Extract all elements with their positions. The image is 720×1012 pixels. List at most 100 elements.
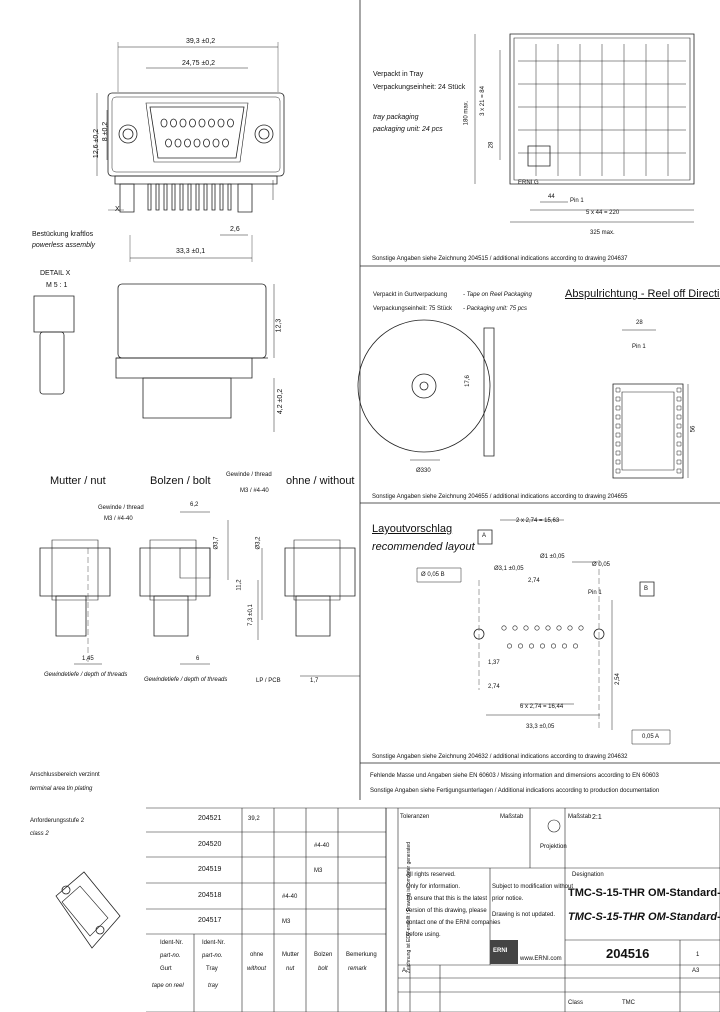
sprocket-hole <box>677 415 681 419</box>
mount-hole-right-inner <box>259 129 269 139</box>
reel-dim-28: 28 <box>636 320 643 326</box>
dim-nut-bottom: 1,45 <box>82 656 94 662</box>
tray-grid <box>518 44 686 176</box>
tb-class-label: Class <box>568 1000 584 1006</box>
thread-value: M3 / #4-40 <box>104 516 133 522</box>
tray-line-2-en: packaging unit: 24 pcs <box>373 126 443 133</box>
sprocket-hole <box>677 460 681 464</box>
tb-rights-3: To ensure that this is the latest <box>406 896 488 902</box>
layout-drill: Ø1 ±0,05 <box>540 554 565 560</box>
hdr-tray-2: part-no. <box>202 953 223 959</box>
note-1: Fehlende Masse und Angaben siehe EN 6060… <box>370 773 659 779</box>
dim-side-right: 12,3 <box>275 318 283 333</box>
reel-dim-17: 17,6 <box>464 375 471 387</box>
projection-symbol <box>548 820 560 832</box>
tape-pocket <box>622 392 674 470</box>
tray-dim-grid: 3 x 21 = 84 <box>479 86 486 116</box>
dim-bolt-top: 6,2 <box>190 502 199 508</box>
datum-b-box <box>640 582 654 596</box>
detail-scale: M 5 : 1 <box>46 282 68 289</box>
connector-front-outline <box>108 93 284 176</box>
tb-row-a: A <box>402 968 407 974</box>
tb-designation-2: TMC-S-15-THR OM-Standard-BA8 <box>568 911 720 923</box>
tb-logo: ERNI <box>493 948 508 954</box>
layout-pin: Pin 1 <box>588 590 602 596</box>
sprocket-hole <box>616 388 620 392</box>
sprocket-hole <box>616 424 620 428</box>
parts-row-number: 204521 <box>198 815 222 822</box>
layout-hole <box>540 644 544 648</box>
hdr-ohne-2: without <box>247 966 267 972</box>
pin-leg <box>204 184 207 210</box>
hdr-ohne-1: ohne <box>250 952 264 958</box>
dim-side-lower: 4,2 ±0,2 <box>277 388 285 415</box>
layout-hole <box>529 644 533 648</box>
tb-desig-label: Designation <box>572 872 604 878</box>
layout-hole <box>507 644 511 648</box>
loose-assembly-en: powerless assembly <box>32 242 96 249</box>
reel-heading: Abspulrichtung - Reel off Direction <box>565 288 720 300</box>
tb-scale-label: Maßstab <box>500 814 524 820</box>
pin-leg <box>172 184 175 210</box>
tray-dim-28: 28 <box>488 141 495 149</box>
layout-274: 2,74 <box>528 578 540 584</box>
plating-label-en: terminal area tin plating <box>30 786 93 792</box>
layout-254: 2,54 <box>614 673 621 685</box>
sprocket-hole <box>677 442 681 446</box>
layout-hole <box>551 644 555 648</box>
contact-hole <box>185 139 191 147</box>
hdr-bem-1: Bemerkung <box>346 952 377 958</box>
hdr-gurt-3: Gurt <box>160 966 172 972</box>
tb-class-value: TMC <box>622 1000 635 1006</box>
class-label: Anforderungsstufe 2 <box>30 818 85 824</box>
detail-x-pin <box>40 332 64 394</box>
contact-hole <box>213 139 219 147</box>
layout-hole <box>573 644 577 648</box>
dim-height-b: 8 ±0,2 <box>102 121 110 142</box>
mark-x: X <box>115 206 120 213</box>
tray-dim-max: 180 max. <box>463 100 470 126</box>
hdr-bem-2: remark <box>348 966 367 972</box>
contact-hole <box>180 119 186 127</box>
thread-label: Gewinde / thread <box>98 505 144 511</box>
detail-x-body <box>34 296 74 332</box>
dsub-shell <box>150 107 244 158</box>
plating-label: Anschlussbereich verzinnt <box>30 772 100 778</box>
tb-scale-label-2: Maßstab <box>568 814 592 820</box>
parts-row-number: 204520 <box>198 840 222 848</box>
hdr-mutter-2: nut <box>286 966 295 972</box>
hdr-tray-3: Tray <box>206 966 218 972</box>
parts-row-number: 204517 <box>198 917 222 924</box>
reel-pin: Pin 1 <box>632 344 646 350</box>
reel-line-1-en: - Tape on Reel Packaging <box>463 292 532 298</box>
tb-subject-2: prior notice. <box>492 896 524 902</box>
parts-row-number: 204519 <box>198 866 222 873</box>
dsub-shell-outer <box>146 103 248 162</box>
tray-note: Sonstige Angaben siehe Zeichnung 204515 … <box>372 256 628 262</box>
parts-table-lines <box>146 808 386 1012</box>
layout-hole <box>535 626 539 630</box>
pin-leg <box>148 184 151 210</box>
tray-line-1: Verpackt in Tray <box>373 71 424 78</box>
pin-leg <box>188 184 191 210</box>
tray-pin-marker <box>528 146 550 166</box>
datum-a-box <box>478 530 492 544</box>
reel-center <box>420 382 428 390</box>
contact-hole <box>199 119 205 127</box>
sprocket-hole <box>677 424 681 428</box>
pin-leg <box>180 184 183 210</box>
tb-number: 204516 <box>606 946 650 961</box>
contact-hole <box>190 119 196 127</box>
hdr-bolzen-1: Bolzen <box>314 952 333 958</box>
dim-bolt-bottom: 6 <box>196 656 200 662</box>
layout-hole <box>546 626 550 630</box>
layout-tol-1: Ø 0,05 B <box>421 572 445 578</box>
title-block-lines <box>386 808 720 1012</box>
pin-leg <box>228 184 231 210</box>
layout-tol-3: 0,05 A <box>642 734 660 740</box>
parts-first-val: 39,2 <box>248 816 260 822</box>
tb-tolerances: Toleranzen <box>400 814 430 820</box>
contact-hole <box>218 119 224 127</box>
